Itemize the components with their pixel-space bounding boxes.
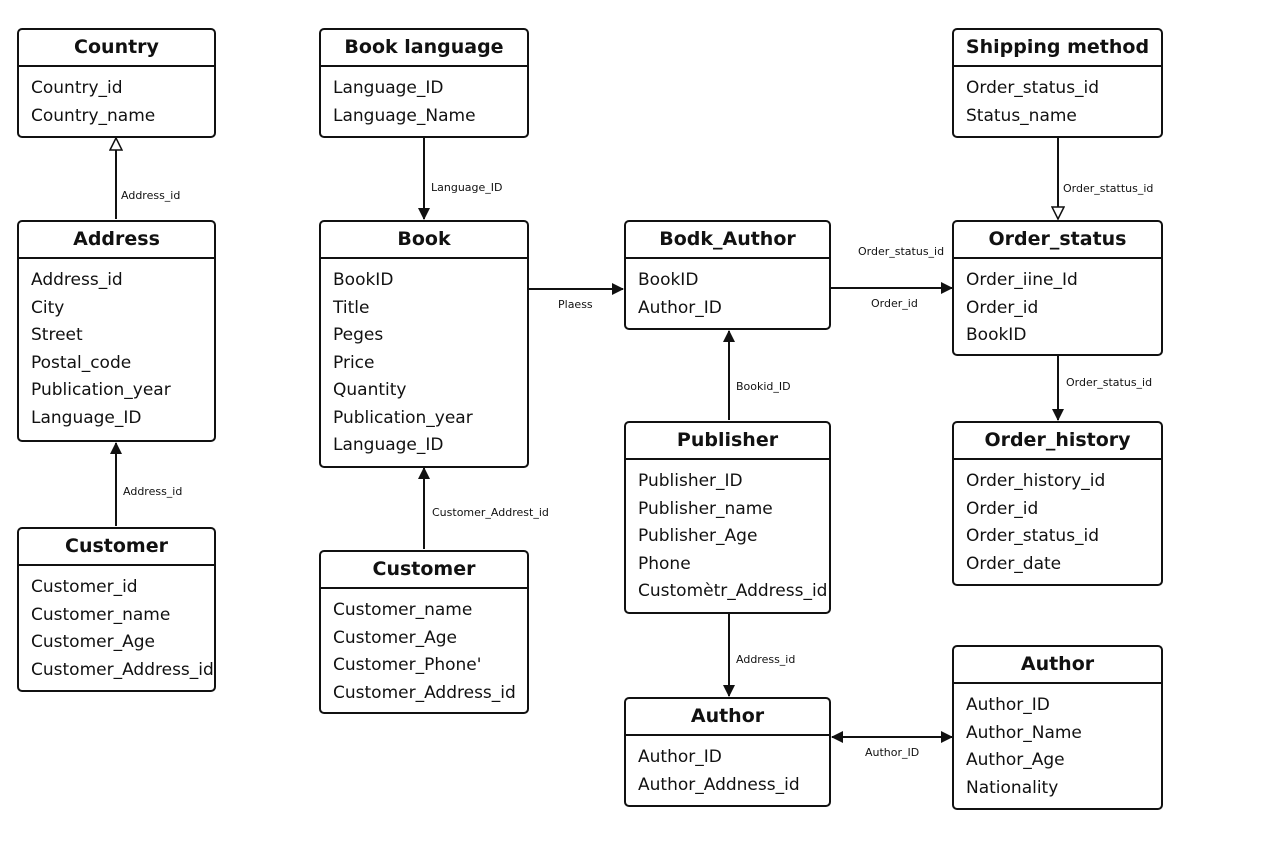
- entity-title: Order_status: [954, 222, 1161, 259]
- entity-title: Author: [954, 647, 1161, 684]
- entity-field: Order_id: [966, 498, 1039, 519]
- entity-field: Order_date: [966, 553, 1062, 574]
- entity-field: Language_ID: [31, 407, 142, 428]
- entity-field: Customètr_Address_id: [638, 581, 828, 601]
- entity-fields: Customer_name Customer_Age Customer_Phon…: [321, 589, 527, 707]
- entity-field: Country_id: [31, 78, 123, 98]
- entity-customer-left[interactable]: Customer Customer_id Customer_name Custo…: [17, 527, 216, 692]
- entity-field: Order_history_id: [966, 471, 1106, 491]
- entity-field: Country_name: [31, 105, 156, 126]
- entity-title: Customer: [19, 529, 214, 566]
- entity-field: BookID: [333, 270, 394, 290]
- entity-title: Bodk_Author: [626, 222, 829, 259]
- entity-field: Order_id: [966, 297, 1039, 318]
- entity-title: Customer: [321, 552, 527, 589]
- entity-field: Price: [333, 352, 375, 373]
- entity-field: Peges: [333, 325, 384, 345]
- entity-field: Customer_name: [333, 600, 473, 620]
- entity-field: Author_Age: [966, 750, 1065, 770]
- entity-fields: Language_ID Language_Name: [321, 67, 527, 130]
- entity-fields: Order_history_id Order_id Order_status_i…: [954, 460, 1161, 578]
- entity-shipping-method[interactable]: Shipping method Order_status_id Status_n…: [952, 28, 1163, 138]
- entity-order-history[interactable]: Order_history Order_history_id Order_id …: [952, 421, 1163, 586]
- edge-label-publisher-bookauthor: Bookid_ID: [736, 380, 791, 393]
- edge-label-shipping-orderstatus: Order_stattus_id: [1063, 182, 1154, 195]
- entity-field: Order_iine_Id: [966, 270, 1078, 290]
- entity-fields: Publisher_ID Publisher_name Publisher_Ag…: [626, 460, 829, 606]
- edge-label-booklanguage-book: Language_ID: [431, 181, 503, 194]
- entity-author-mid[interactable]: Author Author_ID Author_Addness_id: [624, 697, 831, 807]
- entity-field: City: [31, 297, 65, 318]
- entity-title: Shipping method: [954, 30, 1161, 67]
- entity-field: Customer_Phone': [333, 655, 482, 675]
- entity-field: Author_Addness_id: [638, 774, 800, 795]
- entity-fields: BookID Author_ID: [626, 259, 829, 322]
- entity-fields: Author_ID Author_Addness_id: [626, 736, 829, 799]
- entity-field: Street: [31, 325, 83, 345]
- entity-field: Author_ID: [638, 297, 722, 318]
- entity-field: Author_ID: [638, 747, 722, 767]
- entity-country[interactable]: Country Country_id Country_name: [17, 28, 216, 138]
- entity-title: Book: [321, 222, 527, 259]
- entity-field: Language_ID: [333, 78, 444, 98]
- entity-field: Status_name: [966, 105, 1077, 126]
- entity-field: Address_id: [31, 270, 123, 290]
- edge-label-orderstatus-history: Order_status_id: [1066, 376, 1153, 389]
- entity-field: Publication_year: [333, 407, 473, 428]
- entity-customer-mid[interactable]: Customer Customer_name Customer_Age Cust…: [319, 550, 529, 714]
- entity-field: Publisher_Age: [638, 526, 758, 546]
- entity-field: Title: [333, 297, 370, 318]
- entity-field: Language_ID: [333, 435, 444, 455]
- edge-label-bookauthor-orderstatus: Order_status_id: [858, 245, 945, 258]
- entity-title: Order_history: [954, 423, 1161, 460]
- entity-fields: Order_iine_Id Order_id BookID: [954, 259, 1161, 350]
- entity-title: Author: [626, 699, 829, 736]
- entity-author-right[interactable]: Author Author_ID Author_Name Author_Age …: [952, 645, 1163, 810]
- entity-field: Postal_code: [31, 352, 132, 373]
- entity-title: Address: [19, 222, 214, 259]
- entity-address[interactable]: Address Address_id City Street Postal_co…: [17, 220, 216, 442]
- edge-label-address-country: Address_id: [121, 189, 181, 202]
- entity-field: Order_status_id: [966, 526, 1100, 546]
- entity-field: Order_status_id: [966, 78, 1100, 98]
- entity-field: Author_Name: [966, 722, 1082, 743]
- edge-label-customer-address: Address_id: [123, 485, 183, 498]
- entity-field: Nationality: [966, 777, 1059, 798]
- entity-book-language[interactable]: Book language Language_ID Language_Name: [319, 28, 529, 138]
- entity-publisher[interactable]: Publisher Publisher_ID Publisher_name Pu…: [624, 421, 831, 614]
- entity-field: Customer_Address_id: [31, 659, 214, 680]
- edge-label-author-author: Author_ID: [865, 746, 920, 759]
- entity-fields: Address_id City Street Postal_code Publi…: [19, 259, 214, 432]
- entity-book[interactable]: Book BookID Title Peges Price Quantity P…: [319, 220, 529, 468]
- entity-book-author[interactable]: Bodk_Author BookID Author_ID: [624, 220, 831, 330]
- entity-field: Customer_Age: [333, 627, 457, 648]
- edge-label-bookauthor-orderid: Order_id: [871, 297, 918, 310]
- edge-label-book-bookauthor: Plaess: [558, 298, 593, 311]
- edge-label-customer-book: Customer_Addrest_id: [432, 506, 549, 519]
- edge-label-publisher-author: Address_id: [736, 653, 796, 666]
- entity-field: Publisher_ID: [638, 471, 743, 491]
- entity-field: Customer_Address_id: [333, 682, 516, 703]
- entity-title: Publisher: [626, 423, 829, 460]
- entity-title: Country: [19, 30, 214, 67]
- entity-fields: Author_ID Author_Name Author_Age Nationa…: [954, 684, 1161, 802]
- entity-field: Customer_Age: [31, 632, 155, 652]
- entity-field: Language_Name: [333, 105, 476, 126]
- entity-field: Customer_id: [31, 577, 138, 597]
- entity-fields: BookID Title Peges Price Quantity Public…: [321, 259, 527, 460]
- entity-field: Author_ID: [966, 695, 1050, 715]
- entity-field: Customer_name: [31, 604, 171, 625]
- entity-fields: Order_status_id Status_name: [954, 67, 1161, 130]
- entity-field: BookID: [638, 270, 699, 290]
- entity-field: BookID: [966, 325, 1027, 345]
- entity-fields: Customer_id Customer_name Customer_Age C…: [19, 566, 214, 684]
- entity-fields: Country_id Country_name: [19, 67, 214, 130]
- entity-title: Book language: [321, 30, 527, 67]
- entity-field: Quantity: [333, 380, 407, 400]
- entity-field: Publisher_name: [638, 498, 773, 519]
- entity-field: Publication_year: [31, 380, 171, 400]
- entity-order-status[interactable]: Order_status Order_iine_Id Order_id Book…: [952, 220, 1163, 356]
- entity-field: Phone: [638, 553, 691, 574]
